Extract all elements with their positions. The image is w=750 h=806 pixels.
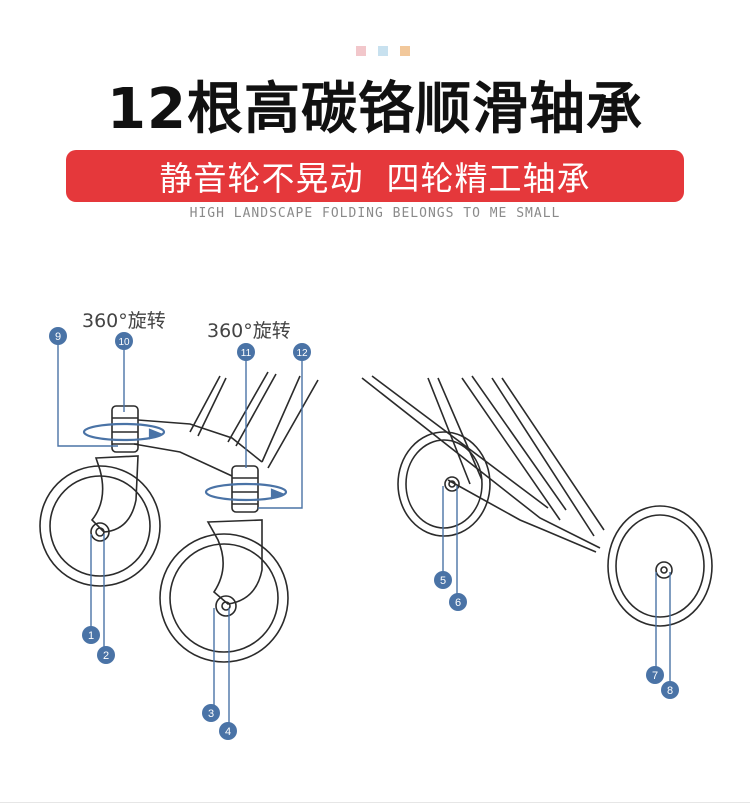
badge-label: 11 <box>241 348 252 359</box>
wheel-hub <box>90 522 110 542</box>
wheel-bearing <box>95 527 105 537</box>
badge-label: 1 <box>88 630 94 642</box>
feature-banner: 静音轮不晃动 四轮精工轴承 <box>66 150 684 202</box>
badge-5: 5 <box>434 571 452 589</box>
badge-9: 9 <box>49 327 67 345</box>
badge-7: 7 <box>646 666 664 684</box>
badge-label: 4 <box>225 726 231 738</box>
dot-orange <box>400 46 410 56</box>
arrow-head-icon <box>148 428 163 440</box>
badge-label: 10 <box>118 337 130 348</box>
wheel-hub <box>215 595 237 617</box>
wheel-hub <box>444 476 460 492</box>
divider <box>0 802 750 803</box>
badge-label: 7 <box>652 670 658 682</box>
frame-bar <box>491 377 605 537</box>
wheel <box>159 533 289 663</box>
badge-6: 6 <box>449 593 467 611</box>
subtitle: HIGH LANDSCAPE FOLDING BELONGS TO ME SMA… <box>189 206 561 221</box>
badge-label: 12 <box>296 348 308 359</box>
decorative-dots <box>356 46 410 56</box>
badge-3: 3 <box>202 704 220 722</box>
swivel-assembly <box>111 405 139 453</box>
wheel-rim <box>49 475 151 577</box>
wheel-bearing <box>448 480 456 488</box>
frame-bar <box>189 375 227 437</box>
wheel-bearing <box>221 601 231 611</box>
badge-2: 2 <box>97 646 115 664</box>
wheel-rim <box>405 439 483 529</box>
dot-pink <box>356 46 366 56</box>
wheel <box>39 465 161 587</box>
badge-1: 1 <box>82 626 100 644</box>
dot-blue <box>378 46 388 56</box>
frame-bar <box>427 377 483 485</box>
frame-bar <box>361 375 601 549</box>
badge-label: 3 <box>208 708 214 720</box>
wheel-rim <box>615 514 705 618</box>
rotation-label-left: 360°旋转 <box>82 310 166 332</box>
frame-bar <box>461 375 567 521</box>
badge-group: 1 2 3 4 5 6 7 8 9 10 11 12 <box>49 327 679 740</box>
wheel-hub <box>655 561 673 579</box>
badge-11: 11 <box>237 343 255 361</box>
frame-bar <box>261 375 319 469</box>
frame-bar <box>137 419 263 463</box>
badge-10: 10 <box>115 332 133 350</box>
badge-4: 4 <box>219 722 237 740</box>
badge-label: 2 <box>103 650 109 662</box>
frame-bar <box>447 479 597 553</box>
rotation-arrow-icon <box>204 482 288 502</box>
badge-label: 5 <box>440 575 446 587</box>
wheel-fork <box>206 519 263 605</box>
badge-label: 6 <box>455 597 461 609</box>
frame-bar <box>133 443 233 477</box>
rotation-arrow-icon <box>82 422 166 442</box>
arrow-head-icon <box>270 488 285 500</box>
frame-bar <box>227 371 277 447</box>
wheel <box>397 431 491 537</box>
badge-12: 12 <box>293 343 311 361</box>
banner-text: 静音轮不晃动 四轮精工轴承 <box>159 159 591 198</box>
swivel-assembly <box>231 465 259 513</box>
rotation-label-right: 360°旋转 <box>207 320 291 342</box>
wheel-bearing <box>660 566 668 574</box>
badge-8: 8 <box>661 681 679 699</box>
badge-label: 9 <box>55 331 61 343</box>
badge-label: 8 <box>667 685 673 697</box>
wheel-rim <box>169 543 279 653</box>
wheel <box>607 505 713 627</box>
page-title: 12根高碳铬顺滑轴承 <box>107 77 643 142</box>
